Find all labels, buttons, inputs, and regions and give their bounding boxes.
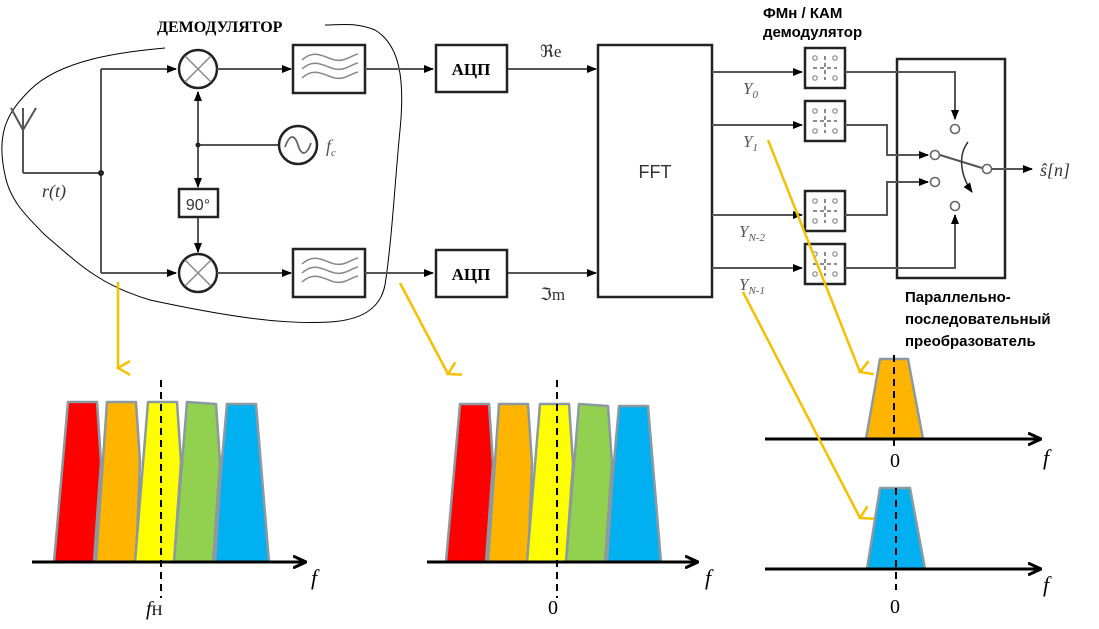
spectrum-band [525,402,575,564]
output-yn2-label: YN-2 [739,222,765,244]
signal-input-label: r(t) [42,181,66,202]
baseband-center-label: 0 [548,597,558,619]
mixer-bottom-icon [177,252,219,294]
switch-contacts [929,123,993,212]
qam-demodulator-title: ФМн / КАМ демодулятор [763,5,862,41]
demodulator-title: ДЕМОДУЛЯТОР [157,19,283,36]
spectrum-band [564,402,614,564]
fft-label: FFT [639,162,672,182]
spectrum-band [213,402,271,564]
real-part-label: ℜe [540,42,561,61]
qam-demodulator-icon [803,189,847,233]
spectrum-band [52,400,103,564]
qam-demodulator-icon [803,46,847,90]
adc-top-label: АЦП [452,60,491,79]
output-y1-label: Y1 [743,132,758,154]
lowpass-filter-top-icon [291,43,367,95]
output-yn1-label: YN-1 [739,275,765,297]
spectrum-band [605,404,663,564]
adc-top-box [434,43,509,94]
oscillator-icon [277,124,319,166]
imag-part-label: ℑm [540,285,565,304]
spectrum-band [486,402,534,564]
spectrum-passband [32,380,305,598]
oscillator-label: fc [326,136,336,159]
spectrum-baseband [427,380,697,598]
spectrum-band [172,400,222,564]
output-y0-label: Y0 [743,79,758,101]
phase-shifter-label: 90° [186,197,210,214]
parallel-serial-title: Параллельно- последовательный преобразов… [905,289,1055,350]
switch-rotation-arrow-icon [960,141,973,193]
baseband-axis-label: f [705,565,714,590]
antenna-icon [10,107,37,173]
pointer-arrow [741,291,860,518]
subcarrier-n1-axis-label: f [1043,572,1052,597]
adc-bottom-label: АЦП [452,265,491,284]
qam-demodulator-icon [803,99,847,143]
subcarrier1-center-label: 0 [890,450,900,472]
passband-axis-label: f [311,565,320,590]
adc-bottom-box [434,248,509,299]
pointer-arrow [766,139,860,372]
passband-center-label: fН [146,598,163,620]
spectrum-subcarrier-1 [765,355,1040,448]
spectrum-band [133,400,183,564]
subcarrier1-axis-label: f [1043,445,1052,470]
fft-block [596,43,714,299]
phase-shifter-box [177,187,220,219]
pointer-arrow [398,282,448,374]
subcarrier-n1-center-label: 0 [890,596,900,618]
spectrum-subcarrier-n1 [765,486,1040,590]
demodulator-boundary [1,23,403,324]
mixer-top-icon [177,48,219,90]
lowpass-filter-bottom-icon [291,247,367,299]
spectrum-band [94,400,142,564]
spectrum-band [444,402,495,564]
output-label: ŝ[n] [1040,160,1070,180]
